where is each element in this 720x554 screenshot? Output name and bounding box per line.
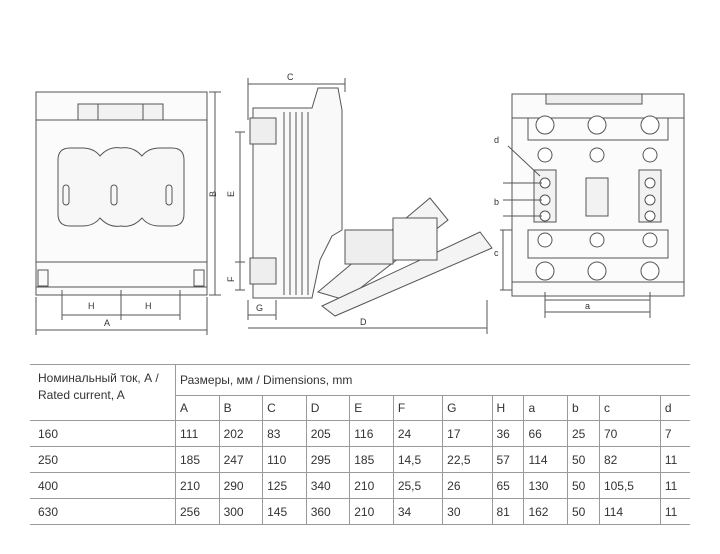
dimension-cell-H: 65 bbox=[491, 472, 524, 499]
dimension-cell-F: 34 bbox=[392, 498, 443, 525]
dimension-cell-d: 11 bbox=[659, 472, 690, 499]
dimension-cell-c: 70 bbox=[598, 420, 661, 447]
dimension-cell-A: 256 bbox=[175, 498, 220, 525]
column-header-d: d bbox=[659, 395, 690, 421]
dim-label-a: A bbox=[104, 318, 110, 328]
dimension-cell-B: 290 bbox=[218, 472, 263, 499]
dimensions-header: Размеры, мм / Dimensions, mm bbox=[175, 364, 690, 396]
column-header-a: a bbox=[523, 395, 568, 421]
dimensions-table: Номинальный ток, А / Rated current, A Ра… bbox=[30, 364, 690, 525]
dimension-cell-C: 145 bbox=[262, 498, 307, 525]
rated-current-cell: 160 bbox=[38, 426, 59, 441]
dimension-cell-A: 210 bbox=[175, 472, 220, 499]
dim-label-b: B bbox=[208, 191, 218, 197]
dimension-cell-D: 295 bbox=[305, 446, 350, 473]
dim-label-d: D bbox=[360, 317, 367, 327]
dimension-cell-d: 11 bbox=[659, 446, 690, 473]
rated-current-cell: 400 bbox=[38, 478, 59, 493]
dimension-cell-b: 50 bbox=[567, 498, 600, 525]
dimension-cell-E: 210 bbox=[349, 472, 394, 499]
dim-label-g: G bbox=[256, 303, 263, 313]
column-header-G: G bbox=[442, 395, 492, 421]
dimension-cell-d: 11 bbox=[659, 498, 690, 525]
column-header-D: D bbox=[305, 395, 350, 421]
dimension-cell-B: 300 bbox=[218, 498, 263, 525]
technical-drawing: H H A B C E F G D d b c a bbox=[35, 72, 685, 335]
dimension-cell-G: 22,5 bbox=[442, 446, 492, 473]
dimension-cell-C: 83 bbox=[262, 420, 307, 447]
dim-label-f: F bbox=[226, 276, 236, 282]
dimension-cell-d: 7 bbox=[659, 420, 690, 447]
dimension-cell-E: 210 bbox=[349, 498, 394, 525]
dimension-cell-a: 114 bbox=[523, 446, 568, 473]
dimension-cell-F: 14,5 bbox=[392, 446, 443, 473]
dimension-cell-b: 50 bbox=[567, 446, 600, 473]
dim-label-d-small: d bbox=[494, 135, 499, 145]
dimension-cell-b: 25 bbox=[567, 420, 600, 447]
dimension-cell-B: 247 bbox=[218, 446, 263, 473]
dimension-cell-G: 30 bbox=[442, 498, 492, 525]
column-header-E: E bbox=[349, 395, 394, 421]
rated-current-cell: 630 bbox=[38, 504, 59, 519]
column-header-F: F bbox=[392, 395, 443, 421]
dim-label-h2: H bbox=[145, 301, 152, 311]
dimension-cell-D: 360 bbox=[305, 498, 350, 525]
dimension-cell-E: 116 bbox=[349, 420, 394, 447]
front-view bbox=[35, 91, 221, 335]
column-header-H: H bbox=[491, 395, 524, 421]
dimension-cell-a: 162 bbox=[523, 498, 568, 525]
column-header-b: b bbox=[567, 395, 600, 421]
dimension-cell-C: 110 bbox=[262, 446, 307, 473]
dimension-cell-G: 26 bbox=[442, 472, 492, 499]
dimension-cell-a: 130 bbox=[523, 472, 568, 499]
dim-label-e: E bbox=[226, 191, 236, 197]
column-header-B: B bbox=[218, 395, 263, 421]
rear-view bbox=[500, 93, 685, 318]
dimension-cell-C: 125 bbox=[262, 472, 307, 499]
dimension-cell-B: 202 bbox=[218, 420, 263, 447]
dimension-cell-G: 17 bbox=[442, 420, 492, 447]
dimension-cell-c: 82 bbox=[598, 446, 661, 473]
dim-label-b-small: b bbox=[494, 197, 499, 207]
dimension-cell-a: 66 bbox=[523, 420, 568, 447]
dim-label-c: C bbox=[287, 72, 294, 82]
dimension-cell-F: 25,5 bbox=[392, 472, 443, 499]
dimension-cell-D: 205 bbox=[305, 420, 350, 447]
dimension-cell-c: 105,5 bbox=[598, 472, 661, 499]
dimension-cell-H: 81 bbox=[491, 498, 524, 525]
dimension-cell-H: 36 bbox=[491, 420, 524, 447]
dim-label-c-small: c bbox=[494, 248, 499, 258]
rated-current-header: Номинальный ток, А / Rated current, A bbox=[30, 365, 176, 421]
dimension-cell-E: 185 bbox=[349, 446, 394, 473]
dimension-cell-H: 57 bbox=[491, 446, 524, 473]
column-header-A: A bbox=[175, 395, 220, 421]
dim-label-a-small: a bbox=[585, 301, 590, 311]
dimension-cell-F: 24 bbox=[392, 420, 443, 447]
rated-current-header-ru: Номинальный ток, А / bbox=[38, 371, 159, 385]
dimension-cell-c: 114 bbox=[598, 498, 661, 525]
dimension-cell-b: 50 bbox=[567, 472, 600, 499]
dimension-cell-A: 111 bbox=[175, 420, 220, 447]
column-header-C: C bbox=[262, 395, 307, 421]
side-view bbox=[235, 78, 493, 334]
dimension-cell-D: 340 bbox=[305, 472, 350, 499]
dimension-cell-A: 185 bbox=[175, 446, 220, 473]
rated-current-cell: 250 bbox=[38, 452, 59, 467]
rated-current-header-en: Rated current, A bbox=[38, 388, 125, 402]
column-header-c: c bbox=[598, 395, 661, 421]
dim-label-h1: H bbox=[88, 301, 95, 311]
